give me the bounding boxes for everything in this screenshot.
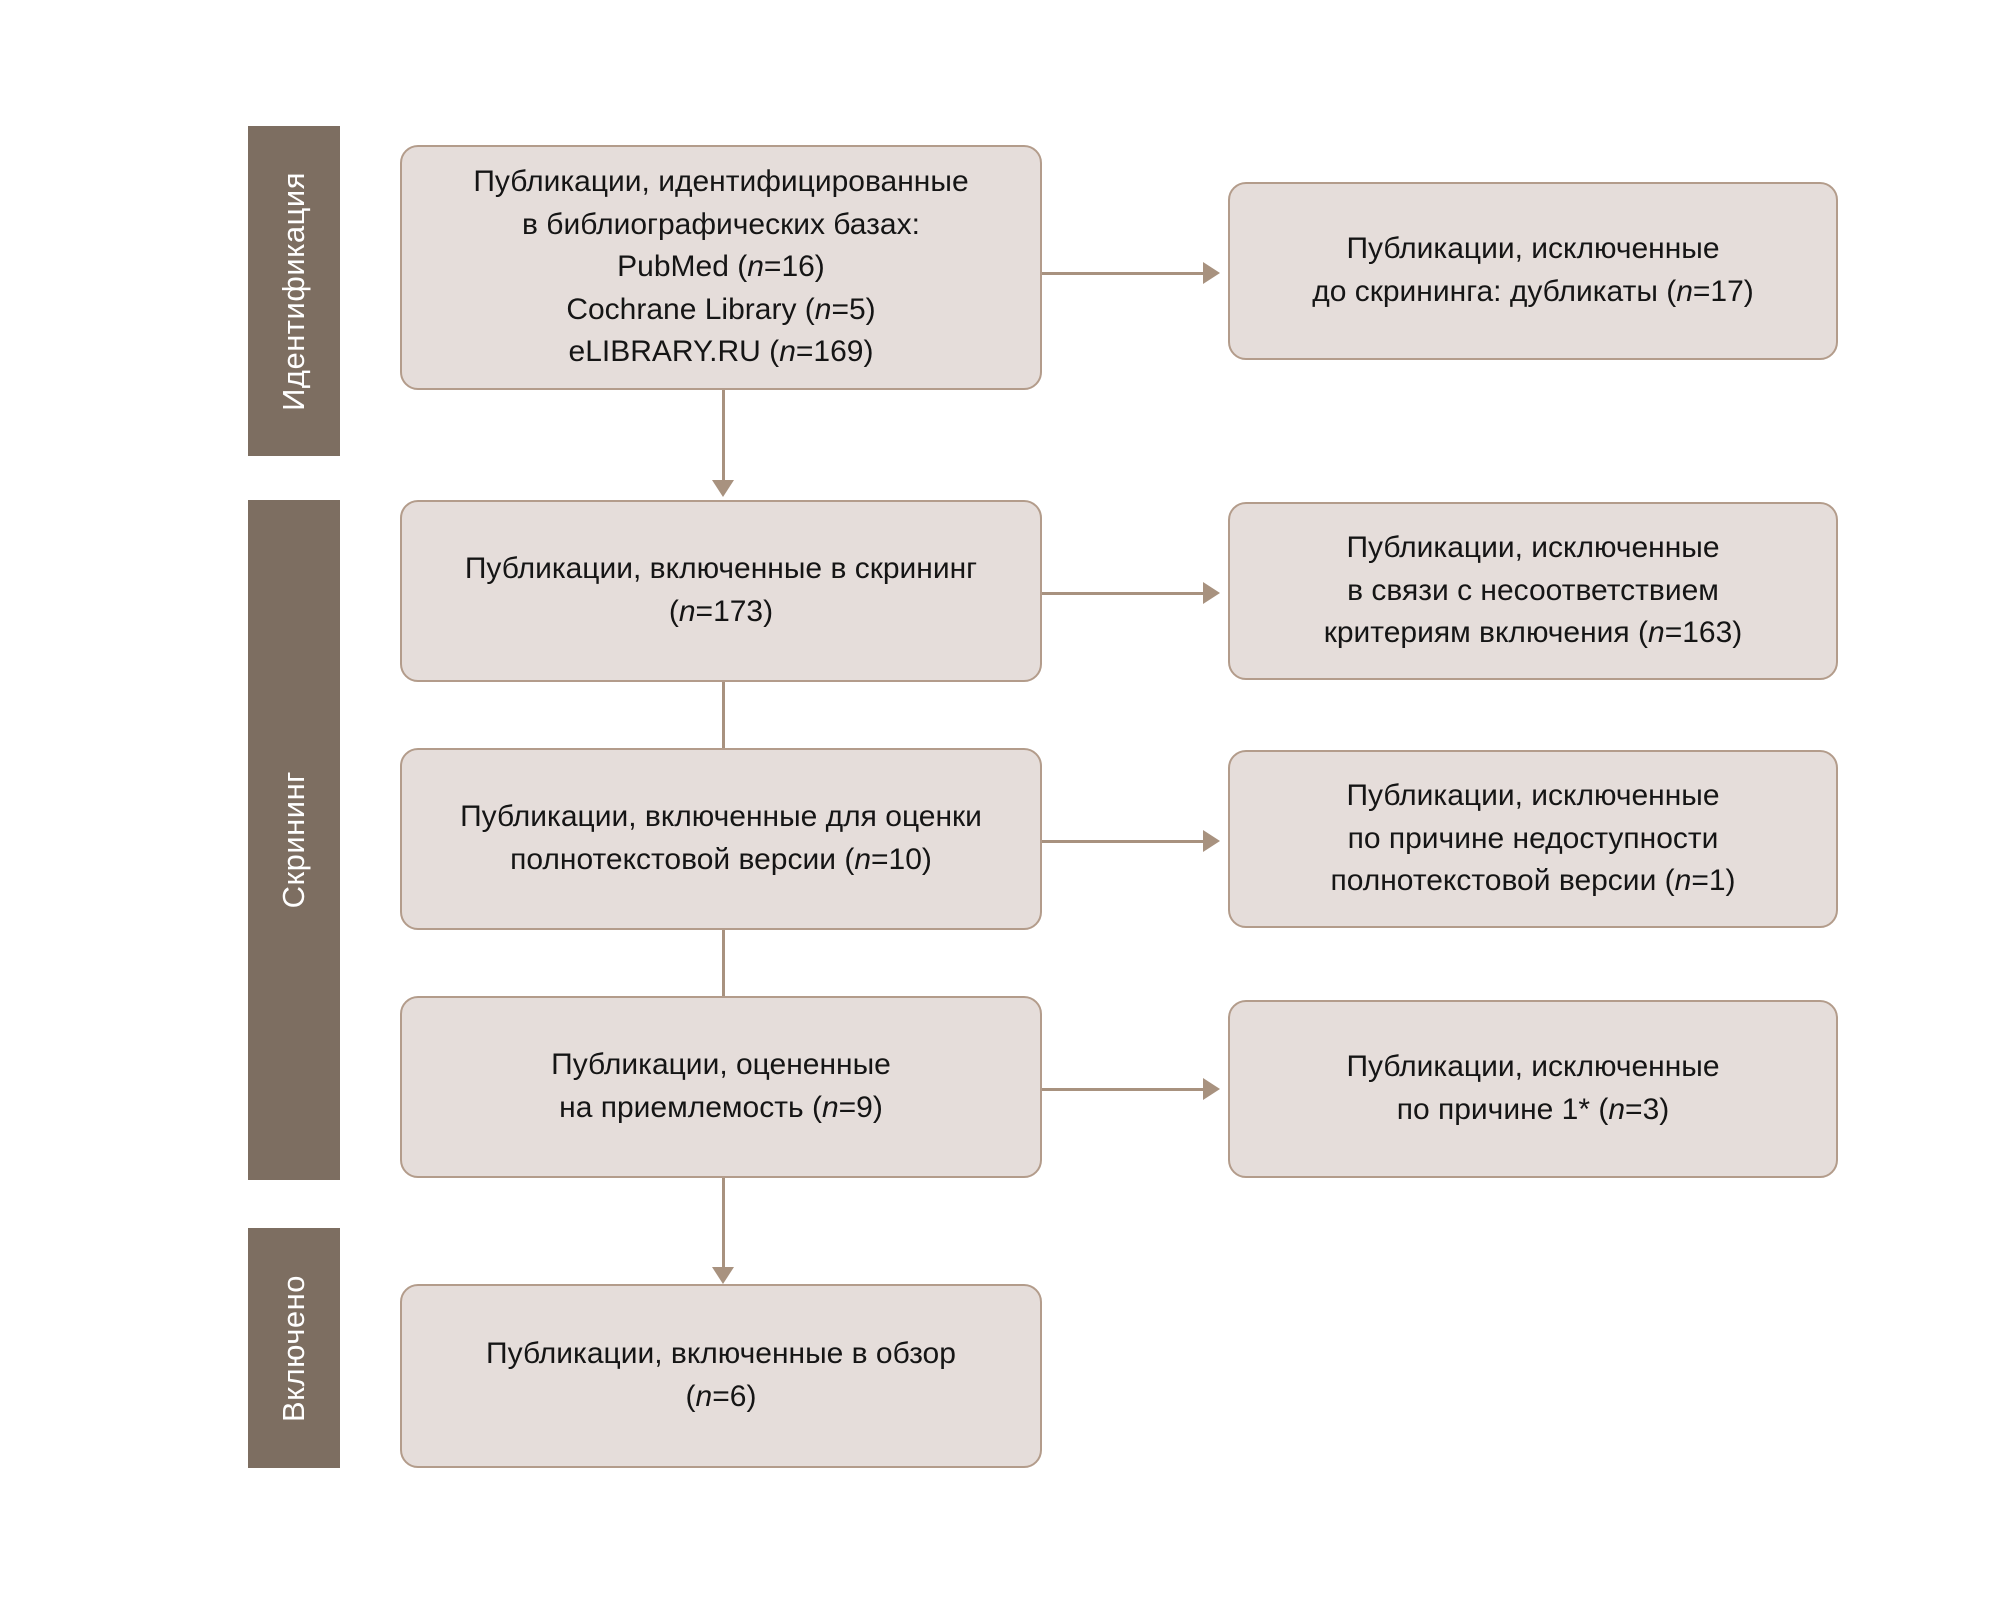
- stage-label-screening: Скрининг: [276, 771, 311, 909]
- arrow-eligibility-to-included: [712, 1267, 734, 1284]
- node-excluded-duplicates-line-0: Публикации, исключенные: [1346, 232, 1720, 266]
- stage-bar-included: Включено: [248, 1228, 340, 1468]
- node-excluded-criteria-line-1: в связи с несоответствием: [1347, 573, 1719, 607]
- node-excluded-reason-1-line-0: Публикации, исключенные: [1346, 1050, 1720, 1084]
- arrow-eligibility-to-excluded-reason1: [1203, 1078, 1220, 1100]
- node-eligibility-assessed[interactable]: Публикации, оцененные на приемлемость (n…: [400, 996, 1042, 1178]
- node-included-in-review-line-1: (n=6): [685, 1380, 757, 1413]
- connector-eligibility-to-included: [722, 1178, 725, 1274]
- node-excluded-no-fulltext-line-1: по причине недоступности: [1347, 821, 1719, 855]
- arrow-identified-to-excluded-duplicates: [1203, 262, 1220, 284]
- arrow-screened-to-excluded-criteria: [1203, 582, 1220, 604]
- connector-fulltext-to-excluded-nofulltext: [1040, 840, 1210, 843]
- node-screened-line-0: Публикации, включенные в скрининг: [464, 552, 978, 586]
- node-identified-line-1: в библиографических базах:: [522, 207, 920, 241]
- node-excluded-duplicates[interactable]: Публикации, исключенные до скрининга: ду…: [1228, 182, 1838, 360]
- stage-bar-identification: Идентификация: [248, 126, 340, 456]
- node-identified-line-3: Cochrane Library (n=5): [566, 292, 876, 326]
- node-excluded-no-fulltext[interactable]: Публикации, исключенные по причине недос…: [1228, 750, 1838, 928]
- node-eligibility-assessed-text: Публикации, оцененные на приемлемость (n…: [537, 1038, 905, 1135]
- node-excluded-no-fulltext-text: Публикации, исключенные по причине недос…: [1316, 769, 1749, 909]
- stage-label-identification: Идентификация: [276, 171, 311, 411]
- connector-fulltext-to-eligibility: [722, 930, 725, 1020]
- node-included-in-review[interactable]: Публикации, включенные в обзор (n=6): [400, 1284, 1042, 1468]
- node-excluded-no-fulltext-line-2: полнотекстовой версии (n=1): [1330, 864, 1736, 898]
- node-included-in-review-text: Публикации, включенные в обзор (n=6): [472, 1327, 970, 1424]
- node-excluded-no-fulltext-line-0: Публикации, исключенные: [1346, 779, 1720, 813]
- node-fulltext-assessed[interactable]: Публикации, включенные для оценки полнот…: [400, 748, 1042, 930]
- node-excluded-criteria-text: Публикации, исключенные в связи с несоот…: [1310, 521, 1757, 661]
- connector-identified-to-excluded-duplicates: [1040, 272, 1210, 275]
- node-screened[interactable]: Публикации, включенные в скрининг (n=173…: [400, 500, 1042, 682]
- node-excluded-duplicates-text: Публикации, исключенные до скрининга: ду…: [1298, 222, 1768, 319]
- node-identified[interactable]: Публикации, идентифицированные в библиог…: [400, 145, 1042, 390]
- stage-label-included: Включено: [276, 1274, 311, 1422]
- node-fulltext-assessed-text: Публикации, включенные для оценки полнот…: [446, 790, 996, 887]
- node-identified-line-0: Публикации, идентифицированные: [473, 165, 969, 199]
- node-fulltext-assessed-line-0: Публикации, включенные для оценки: [460, 800, 982, 834]
- arrow-identified-to-screened: [712, 480, 734, 497]
- connector-identified-to-screened: [722, 388, 725, 486]
- connector-screened-to-excluded-criteria: [1040, 592, 1210, 595]
- node-excluded-reason-1-line-1: по причине 1* (n=3): [1396, 1093, 1670, 1126]
- node-eligibility-assessed-line-0: Публикации, оцененные: [551, 1048, 891, 1082]
- node-screened-line-1: (n=173): [668, 595, 774, 628]
- connector-screened-to-fulltext: [722, 680, 725, 767]
- node-eligibility-assessed-line-1: на приемлемость (n=9): [559, 1091, 883, 1124]
- node-screened-text: Публикации, включенные в скрининг (n=173…: [451, 542, 991, 639]
- node-excluded-criteria-line-2: критериям включения (n=163): [1323, 616, 1743, 650]
- node-fulltext-assessed-line-1: полнотекстовой версии (n=10): [510, 843, 932, 876]
- node-identified-text: Публикации, идентифицированные в библиог…: [459, 155, 982, 380]
- arrow-fulltext-to-excluded-nofulltext: [1203, 830, 1220, 852]
- connector-eligibility-to-excluded-reason1: [1040, 1088, 1210, 1091]
- node-identified-line-4: eLIBRARY.RU (n=169): [568, 335, 874, 369]
- node-excluded-duplicates-line-1: до скрининга: дубликаты (n=17): [1312, 275, 1754, 308]
- node-included-in-review-line-0: Публикации, включенные в обзор: [486, 1337, 956, 1371]
- node-excluded-criteria-line-0: Публикации, исключенные: [1346, 531, 1720, 565]
- node-identified-line-2: PubMed (n=16): [617, 250, 825, 284]
- stage-bar-screening: Скрининг: [248, 500, 340, 1180]
- node-excluded-reason-1[interactable]: Публикации, исключенные по причине 1* (n…: [1228, 1000, 1838, 1178]
- node-excluded-reason-1-text: Публикации, исключенные по причине 1* (n…: [1332, 1040, 1733, 1137]
- node-excluded-criteria[interactable]: Публикации, исключенные в связи с несоот…: [1228, 502, 1838, 680]
